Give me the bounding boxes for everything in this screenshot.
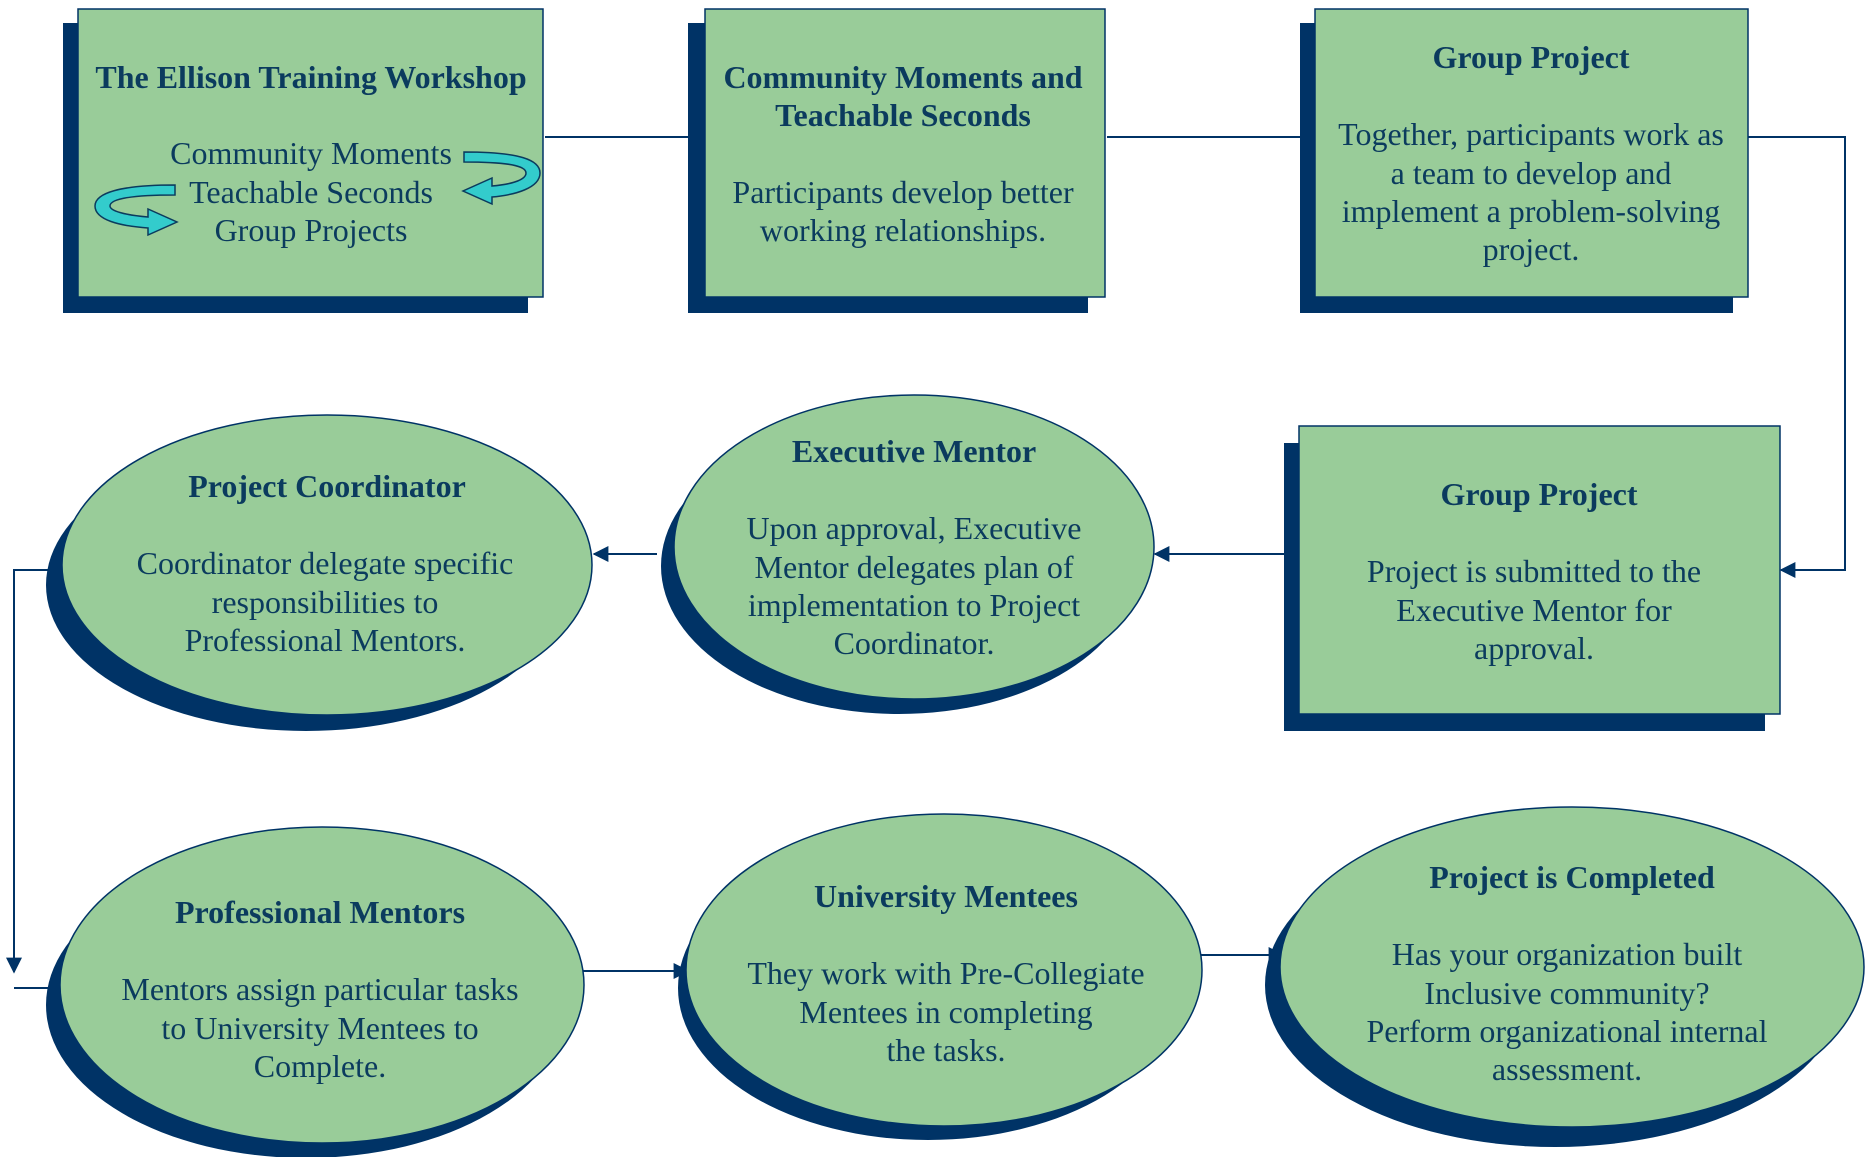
node-text-line: project. (1483, 231, 1580, 267)
node-text-line: Executive Mentor for (1396, 592, 1672, 628)
node-project-coordinator: Project Coordinator Coordinator delegate… (46, 414, 593, 731)
cycle-arrows-icon (94, 151, 541, 237)
node-title: University Mentees (814, 878, 1078, 914)
node-text-line: implementation to Project (748, 587, 1080, 623)
node-text-line: approval. (1474, 630, 1594, 666)
node-title: Project Coordinator (188, 468, 466, 504)
node-ellipse (1279, 806, 1865, 1128)
node-text-line: to University Mentees to (161, 1010, 478, 1046)
node-text-line: Mentor delegates plan of (755, 549, 1074, 585)
node-text-line: Coordinator delegate specific (137, 545, 514, 581)
node-text-line: Upon approval, Executive (747, 510, 1082, 546)
node-ellipse (59, 826, 585, 1144)
node-text-line: Together, participants work as (1338, 116, 1724, 152)
cycle-arrow-right-icon (461, 151, 541, 206)
node-professional-mentors: Professional Mentors Mentors assign part… (46, 826, 585, 1157)
node-title: Group Project (1433, 39, 1630, 75)
node-text-line: Professional Mentors. (185, 622, 466, 658)
node-title: Project is Completed (1429, 859, 1715, 895)
node-workshop: The Ellison Training Workshop Community … (63, 8, 544, 313)
node-box (1298, 425, 1781, 715)
node-title: Professional Mentors (175, 894, 465, 930)
node-box (1314, 8, 1749, 298)
node-group-project: Group Project Together, participants wor… (1300, 8, 1749, 313)
node-community-moments: Community Moments and Teachable Seconds … (688, 8, 1106, 313)
node-text-line: assessment. (1492, 1051, 1642, 1087)
node-text-line: the tasks. (886, 1032, 1005, 1068)
node-text-line: working relationships. (760, 212, 1046, 248)
node-text-line: implement a problem-solving (1342, 193, 1721, 229)
node-text-line: Mentors assign particular tasks (121, 971, 518, 1007)
node-title: Executive Mentor (792, 433, 1036, 469)
node-university-mentees: University Mentees They work with Pre-Co… (678, 813, 1203, 1140)
node-title: Community Moments and (723, 59, 1082, 95)
node-text-line: They work with Pre-Collegiate (747, 955, 1144, 991)
node-text-line: responsibilities to (212, 584, 439, 620)
node-ellipse (685, 813, 1203, 1127)
node-text-line: Mentees in completing (799, 994, 1092, 1030)
node-ellipse (61, 414, 593, 716)
node-text-line: Complete. (254, 1048, 386, 1084)
cycle-arrow-left-icon (94, 184, 179, 237)
node-text-line: Teachable Seconds (189, 174, 433, 210)
connector-coordinator-to-professional (6, 569, 48, 974)
node-text-line: Coordinator. (834, 625, 995, 661)
node-executive-mentor: Executive Mentor Upon approval, Executiv… (661, 394, 1155, 714)
node-group-project-submission: Group Project Project is submitted to th… (1284, 425, 1781, 731)
node-title: Teachable Seconds (775, 97, 1031, 133)
node-text-line: Has your organization built (1392, 936, 1743, 972)
node-text-line: a team to develop and (1391, 155, 1672, 191)
node-text-line: Perform organizational internal (1366, 1013, 1767, 1049)
node-ellipse (673, 394, 1155, 700)
node-box (704, 8, 1106, 298)
node-title: Group Project (1441, 476, 1638, 512)
node-text-line: Community Moments (170, 135, 452, 171)
node-text-line: Group Projects (215, 212, 408, 248)
node-text-line: Inclusive community? (1424, 975, 1709, 1011)
connector-group-project-to-submission (1748, 136, 1846, 578)
node-title: The Ellison Training Workshop (95, 59, 526, 95)
node-text-line: Project is submitted to the (1367, 553, 1701, 589)
node-project-completed: Project is Completed Has your organizati… (1265, 806, 1865, 1147)
node-text-line: Participants develop better (732, 174, 1074, 210)
